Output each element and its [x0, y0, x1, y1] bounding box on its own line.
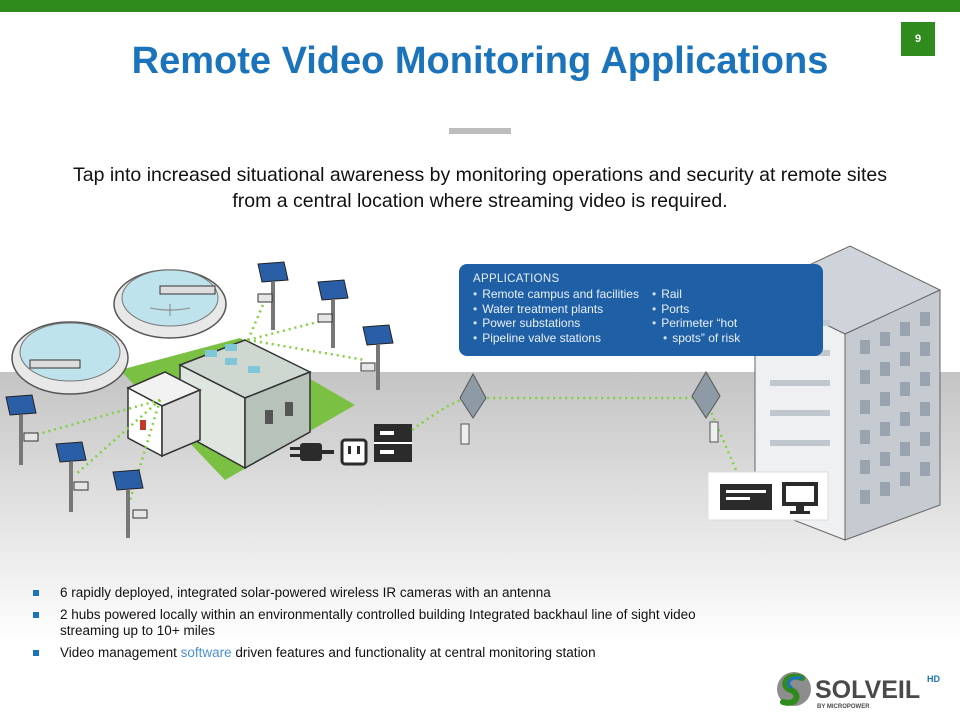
logo-swirl-icon [777, 672, 811, 706]
application-item: Pipeline valve stations [473, 331, 639, 346]
bullet-item: 2 hubs powered locally within an environ… [33, 607, 723, 640]
application-item: Water treatment plants [473, 302, 639, 317]
top-green-bar [0, 0, 960, 12]
solar-camera-icon [317, 279, 349, 348]
antenna-icon [459, 372, 487, 445]
logo-wordmark: SOLVEIL [815, 676, 920, 704]
application-item: Remote campus and facilities [473, 287, 639, 302]
applications-left-list: Remote campus and facilities Water treat… [473, 287, 639, 345]
antenna-icon [691, 371, 721, 443]
water-tank-icon [11, 321, 129, 395]
page-number-badge: 9 [901, 22, 935, 56]
camera-link-lines [34, 299, 366, 501]
application-item-continued: spots” of risk [652, 331, 740, 346]
solar-camera-icon [257, 261, 289, 330]
slide-title: Remote Video Monitoring Applications [131, 40, 829, 82]
bullet-item: 6 rapidly deployed, integrated solar-pow… [33, 585, 723, 602]
applications-box: APPLICATIONS Remote campus and facilitie… [459, 264, 823, 356]
bullet-item: Video management software driven feature… [33, 645, 723, 662]
water-tank-icon [113, 269, 227, 339]
hub-device-icon [374, 424, 412, 462]
monitoring-station-icon [707, 471, 829, 521]
solar-camera-icon [5, 394, 39, 465]
solar-camera-icon [55, 441, 89, 512]
bullet-text: driven features and functionality at cen… [231, 644, 596, 660]
power-plug-icon [290, 443, 334, 461]
bullet-highlight: software [180, 644, 232, 660]
application-item: Power substations [473, 316, 639, 331]
feature-bullet-list: 6 rapidly deployed, integrated solar-pow… [33, 585, 723, 666]
slide-subtitle: Tap into increased situational awareness… [72, 164, 888, 212]
application-item-text: spots” of risk [672, 330, 741, 345]
logo-superscript: HD [927, 674, 940, 684]
logo-tagline: BY MICROPOWER [817, 704, 870, 710]
title-divider [449, 128, 511, 134]
application-item: Rail [652, 287, 740, 302]
application-item: Ports [652, 302, 740, 317]
applications-title: APPLICATIONS [473, 273, 560, 285]
solveil-logo: SOLVEIL HD BY MICROPOWER [777, 672, 940, 710]
applications-right-list: Rail Ports Perimeter “hot spots” of risk [652, 287, 740, 345]
application-item: Perimeter “hot [652, 316, 740, 331]
solar-camera-icon [360, 324, 394, 390]
solar-camera-icon [112, 469, 148, 538]
power-outlet-icon [340, 438, 368, 466]
bullet-text: Video management [60, 644, 181, 660]
facility-building-icon [126, 339, 312, 470]
